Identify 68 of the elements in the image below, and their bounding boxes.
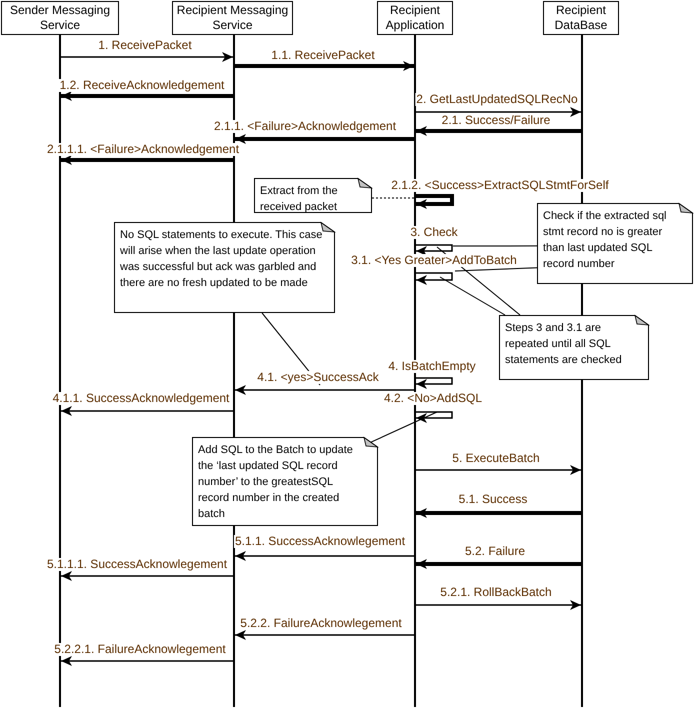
message-label: 2.1. Success/Failure (440, 114, 552, 127)
leader-line (440, 276, 506, 316)
participant-box (377, 1, 453, 35)
self-message-arrow (416, 411, 453, 423)
leader-line (372, 197, 414, 198)
note-box (499, 315, 649, 380)
message-arrow (235, 134, 414, 144)
note-text: No SQL statements to execute. This case will arise when the last update operation was successful but ack was garbled and there are no fresh updated to be made (120, 228, 324, 291)
self-message-arrow (416, 194, 454, 209)
note-text: Add SQL to the Batch to update the ‘last updated SQL record number’ to the greatestSQL record number in the created batch (198, 443, 354, 522)
message-arrow (61, 52, 233, 62)
message-label: 4.1.1. SuccessAcknowledgement (52, 392, 230, 405)
message-arrow (416, 465, 581, 475)
message-label: 4.1. <yes>SuccessAck (256, 371, 380, 384)
message-label: 5.2.2. FailureAcknowlegement (239, 617, 403, 630)
message-arrow (235, 630, 414, 640)
participant-name: Sender Messaging Service (8, 3, 112, 33)
message-arrow (416, 559, 581, 569)
note-box (114, 222, 335, 313)
message-label: 2. GetLastUpdatedSQLRecNo (415, 93, 579, 106)
self-message-arrow (416, 377, 453, 389)
message-arrow (61, 656, 233, 666)
message-label: 4. IsBatchEmpty (387, 360, 477, 373)
note-box (192, 437, 378, 526)
message-label: 5.1.1.1. SuccessAcknowlegement (46, 558, 228, 571)
self-message-arrow (416, 244, 453, 256)
lifeline (59, 35, 61, 707)
message-arrow (416, 126, 581, 136)
message-arrow (61, 155, 233, 165)
message-label: 1. ReceivePacket (97, 39, 193, 52)
lifeline (414, 35, 416, 707)
message-arrow (416, 600, 581, 610)
participant-name: Recipient DataBase (554, 3, 608, 33)
message-label: 5. ExecuteBatch (451, 452, 541, 465)
note-box (537, 203, 693, 284)
note-box (254, 178, 372, 213)
participant-name: Recipient Messaging Service (176, 3, 290, 33)
note-text: Steps 3 and 3.1 are repeated until all SQL statements are checked (505, 321, 623, 368)
message-label: 5.2.2.1. FailureAcknowlegement (53, 643, 227, 656)
message-label: 5.1. Success (458, 493, 528, 506)
message-label: 5.2. Failure (464, 545, 526, 558)
message-label: 1.1. ReceivePacket (270, 49, 376, 62)
leader-line (452, 245, 538, 246)
participant-box (1, 1, 119, 35)
leader-line (454, 267, 538, 272)
message-arrow (235, 61, 414, 71)
participant-name: Recipient Application (384, 3, 446, 33)
message-arrow (416, 107, 581, 117)
message-label: 2.1.1.1. <Failure>Acknowledgement (46, 143, 240, 156)
message-label: 5.1.1. SuccessAcknowlegement (234, 535, 406, 548)
message-arrow (61, 571, 233, 581)
participant-box (543, 1, 619, 35)
leader-line (368, 412, 438, 444)
message-label: 1.2. ReceiveAcknowledgement (58, 79, 226, 92)
message-arrow (235, 551, 414, 561)
note-text: Check if the extracted sql stmt record no is greater than last updated SQL record number (543, 209, 668, 272)
self-message-arrow (416, 272, 453, 285)
message-arrow (61, 91, 233, 101)
message-label: 2.1.1. <Failure>Acknowledgement (212, 120, 398, 133)
message-label: 2.1.2. <Success>ExtractSQLStmtForSelf (390, 179, 610, 192)
message-label: 3.1. <Yes Greater>AddToBatch (350, 254, 518, 267)
message-label: 5.2.1. RollBackBatch (439, 586, 553, 599)
message-arrow (235, 385, 414, 395)
message-arrow (61, 406, 233, 416)
note-text: Extract from the received packet (260, 184, 339, 215)
message-arrow (416, 508, 581, 518)
message-label: 3. Check (409, 226, 459, 239)
message-label: 4.2. <No>AddSQL (382, 392, 484, 405)
